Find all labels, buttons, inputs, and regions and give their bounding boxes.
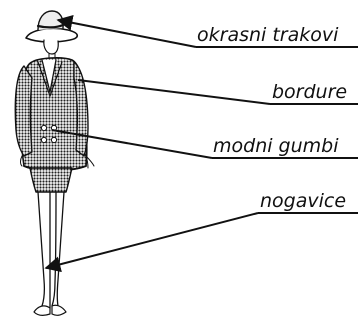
legs-drawing [38,192,64,308]
leader-line-nogavice [46,213,258,268]
skirt-drawing [30,168,72,192]
hat-drawing [26,11,77,42]
label-okrasni-trakovi: okrasni trakovi [197,24,338,46]
button-4 [51,137,56,142]
face-drawing [44,40,58,54]
leader-line-okrasni-trakovi [58,20,196,47]
left-hand-drawing [21,156,23,166]
button-1 [41,125,46,130]
jacket-drawing [15,58,88,171]
button-3 [41,137,46,142]
right-shoe-drawing [52,305,66,315]
label-nogavice: nogavice [260,190,346,212]
label-modni-gumbi: modni gumbi [213,135,339,157]
left-shoe-drawing [34,306,50,315]
label-bordure: bordure [272,81,347,103]
woman-figure-illustration [15,11,94,315]
leader-line-bordure [78,80,270,104]
